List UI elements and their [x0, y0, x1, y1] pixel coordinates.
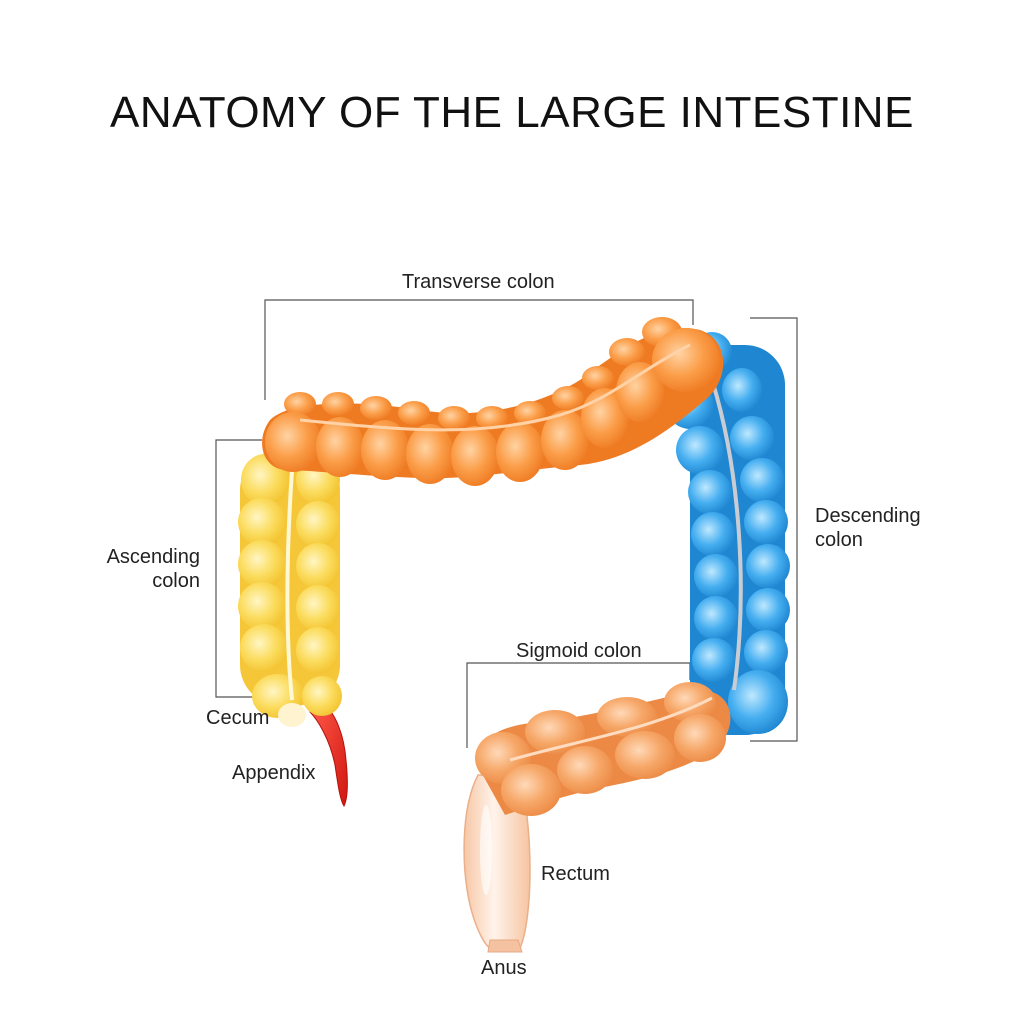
rectum-shape — [463, 774, 531, 953]
bracket-descending — [750, 317, 798, 742]
label-descending-line1: Descending — [815, 505, 921, 527]
page-title: ANATOMY OF THE LARGE INTESTINE — [110, 88, 914, 137]
bracket-transverse — [264, 299, 694, 400]
label-brackets — [215, 299, 798, 748]
label-ascending-line1: Ascending — [106, 546, 200, 568]
label-sigmoid-colon: Sigmoid colon — [516, 640, 642, 662]
appendix-shape — [309, 704, 348, 807]
label-descending-line2: colon — [815, 529, 863, 551]
descending-colon-shape — [666, 332, 790, 735]
label-transverse-colon: Transverse colon — [402, 271, 555, 293]
label-rectum: Rectum — [541, 863, 610, 885]
label-cecum: Cecum — [206, 707, 270, 729]
label-anus: Anus — [481, 957, 527, 979]
bracket-ascending — [215, 439, 262, 698]
sigmoid-colon-shape — [475, 682, 731, 816]
transverse-colon-shape — [262, 317, 724, 486]
label-appendix: Appendix — [232, 762, 316, 784]
ascending-colon-shape — [238, 450, 342, 727]
label-ascending-line2: colon — [152, 570, 200, 592]
label-ascending-colon: Ascending colon — [100, 545, 200, 593]
label-descending-colon: Descending colon — [815, 504, 921, 552]
